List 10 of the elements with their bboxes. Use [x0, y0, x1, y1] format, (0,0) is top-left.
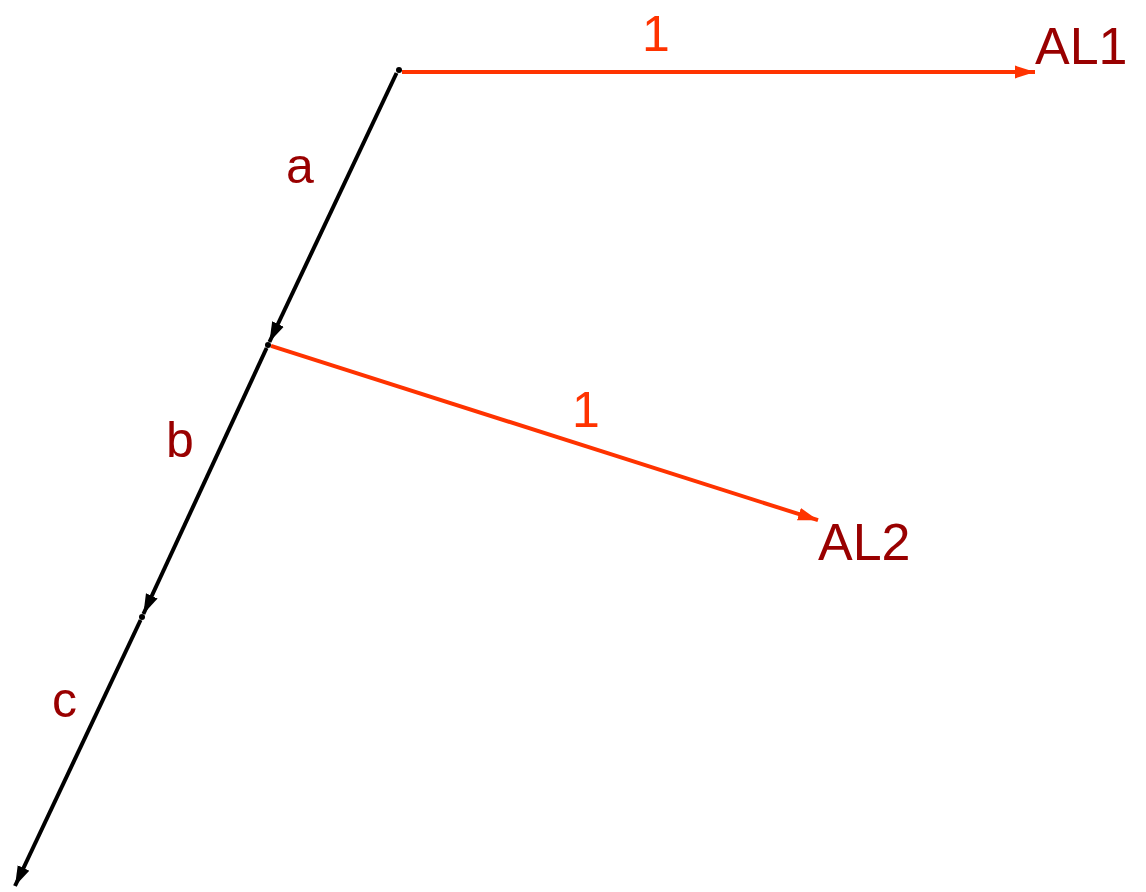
arrow	[267, 72, 399, 343]
arrow	[402, 65, 1035, 79]
junction-point	[139, 614, 145, 620]
arrow	[13, 619, 143, 887]
junction-point	[265, 342, 271, 348]
node-label: AL2	[818, 512, 911, 572]
arrow	[141, 347, 269, 615]
junction-point	[396, 67, 402, 73]
arrow	[270, 344, 819, 523]
node-label: AL1	[1035, 16, 1128, 76]
